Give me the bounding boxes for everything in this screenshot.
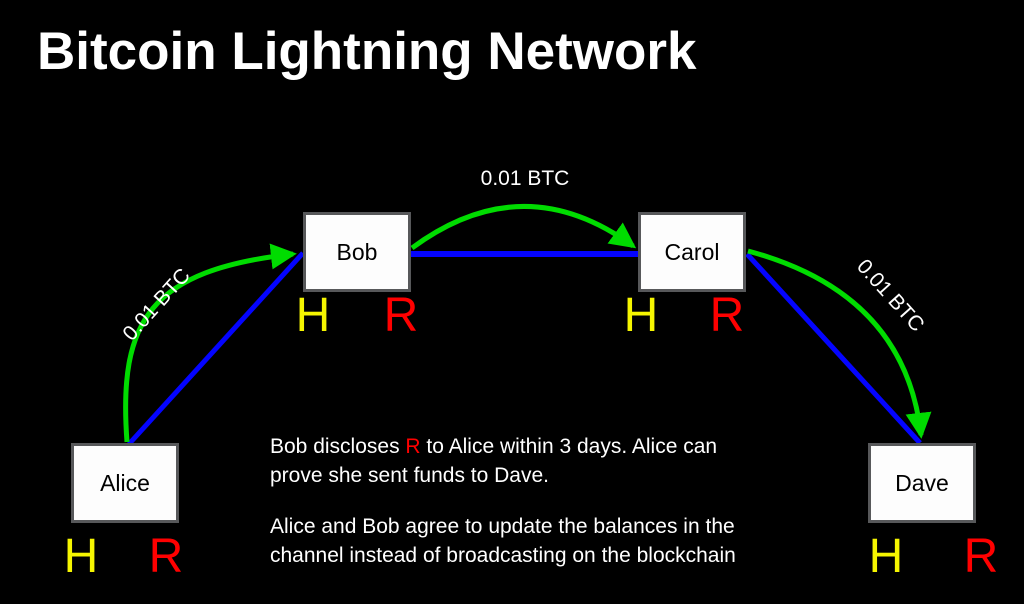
node-dave: Dave — [868, 443, 976, 523]
hash-letter-alice: H — [63, 530, 99, 583]
preimage-letter-alice: R — [148, 530, 184, 583]
preimage-letter-dave: R — [963, 530, 999, 583]
channel-line-alice-bob — [127, 251, 305, 446]
explanation-line-1-before: Bob discloses — [270, 435, 406, 458]
preimage-letter-carol: R — [709, 289, 745, 342]
payment-arrow-alice-bob — [123, 243, 297, 443]
hash-letter-bob: H — [295, 289, 331, 342]
payment-arrow-carol-dave — [747, 248, 932, 439]
explanation-line-3: Alice and Bob agree to update the balanc… — [270, 515, 735, 538]
preimage-letter-inline: R — [405, 435, 421, 458]
node-alice: Alice — [71, 443, 179, 523]
node-carol: Carol — [638, 212, 746, 292]
page-title: Bitcoin Lightning Network — [37, 22, 697, 81]
hash-letter-carol: H — [623, 289, 659, 342]
explanation-line-1: Bob discloses R to Alice within 3 days. … — [270, 432, 790, 461]
explanation-line-2: prove she sent funds to Dave. — [270, 464, 549, 487]
explanation-line-1-after: to Alice within 3 days. Alice can — [420, 435, 718, 458]
payment-arrow-bob-carol — [410, 204, 637, 251]
node-bob: Bob — [303, 212, 411, 292]
node-carol-label: Carol — [664, 238, 720, 265]
node-dave-label: Dave — [895, 469, 949, 496]
explanation-text: Bob discloses R to Alice within 3 days. … — [270, 432, 790, 570]
preimage-letter-bob: R — [383, 289, 419, 342]
amount-label-bob-carol: 0.01 BTC — [480, 167, 570, 190]
paragraph-spacer — [270, 490, 790, 512]
amount-label-carol-dave: 0.01 BTC — [852, 255, 929, 337]
node-alice-label: Alice — [100, 469, 150, 496]
amount-label-alice-bob: 0.01 BTC — [118, 264, 195, 346]
node-bob-label: Bob — [336, 238, 378, 265]
hash-letter-dave: H — [868, 530, 904, 583]
explanation-line-4: channel instead of broadcasting on the b… — [270, 544, 736, 567]
